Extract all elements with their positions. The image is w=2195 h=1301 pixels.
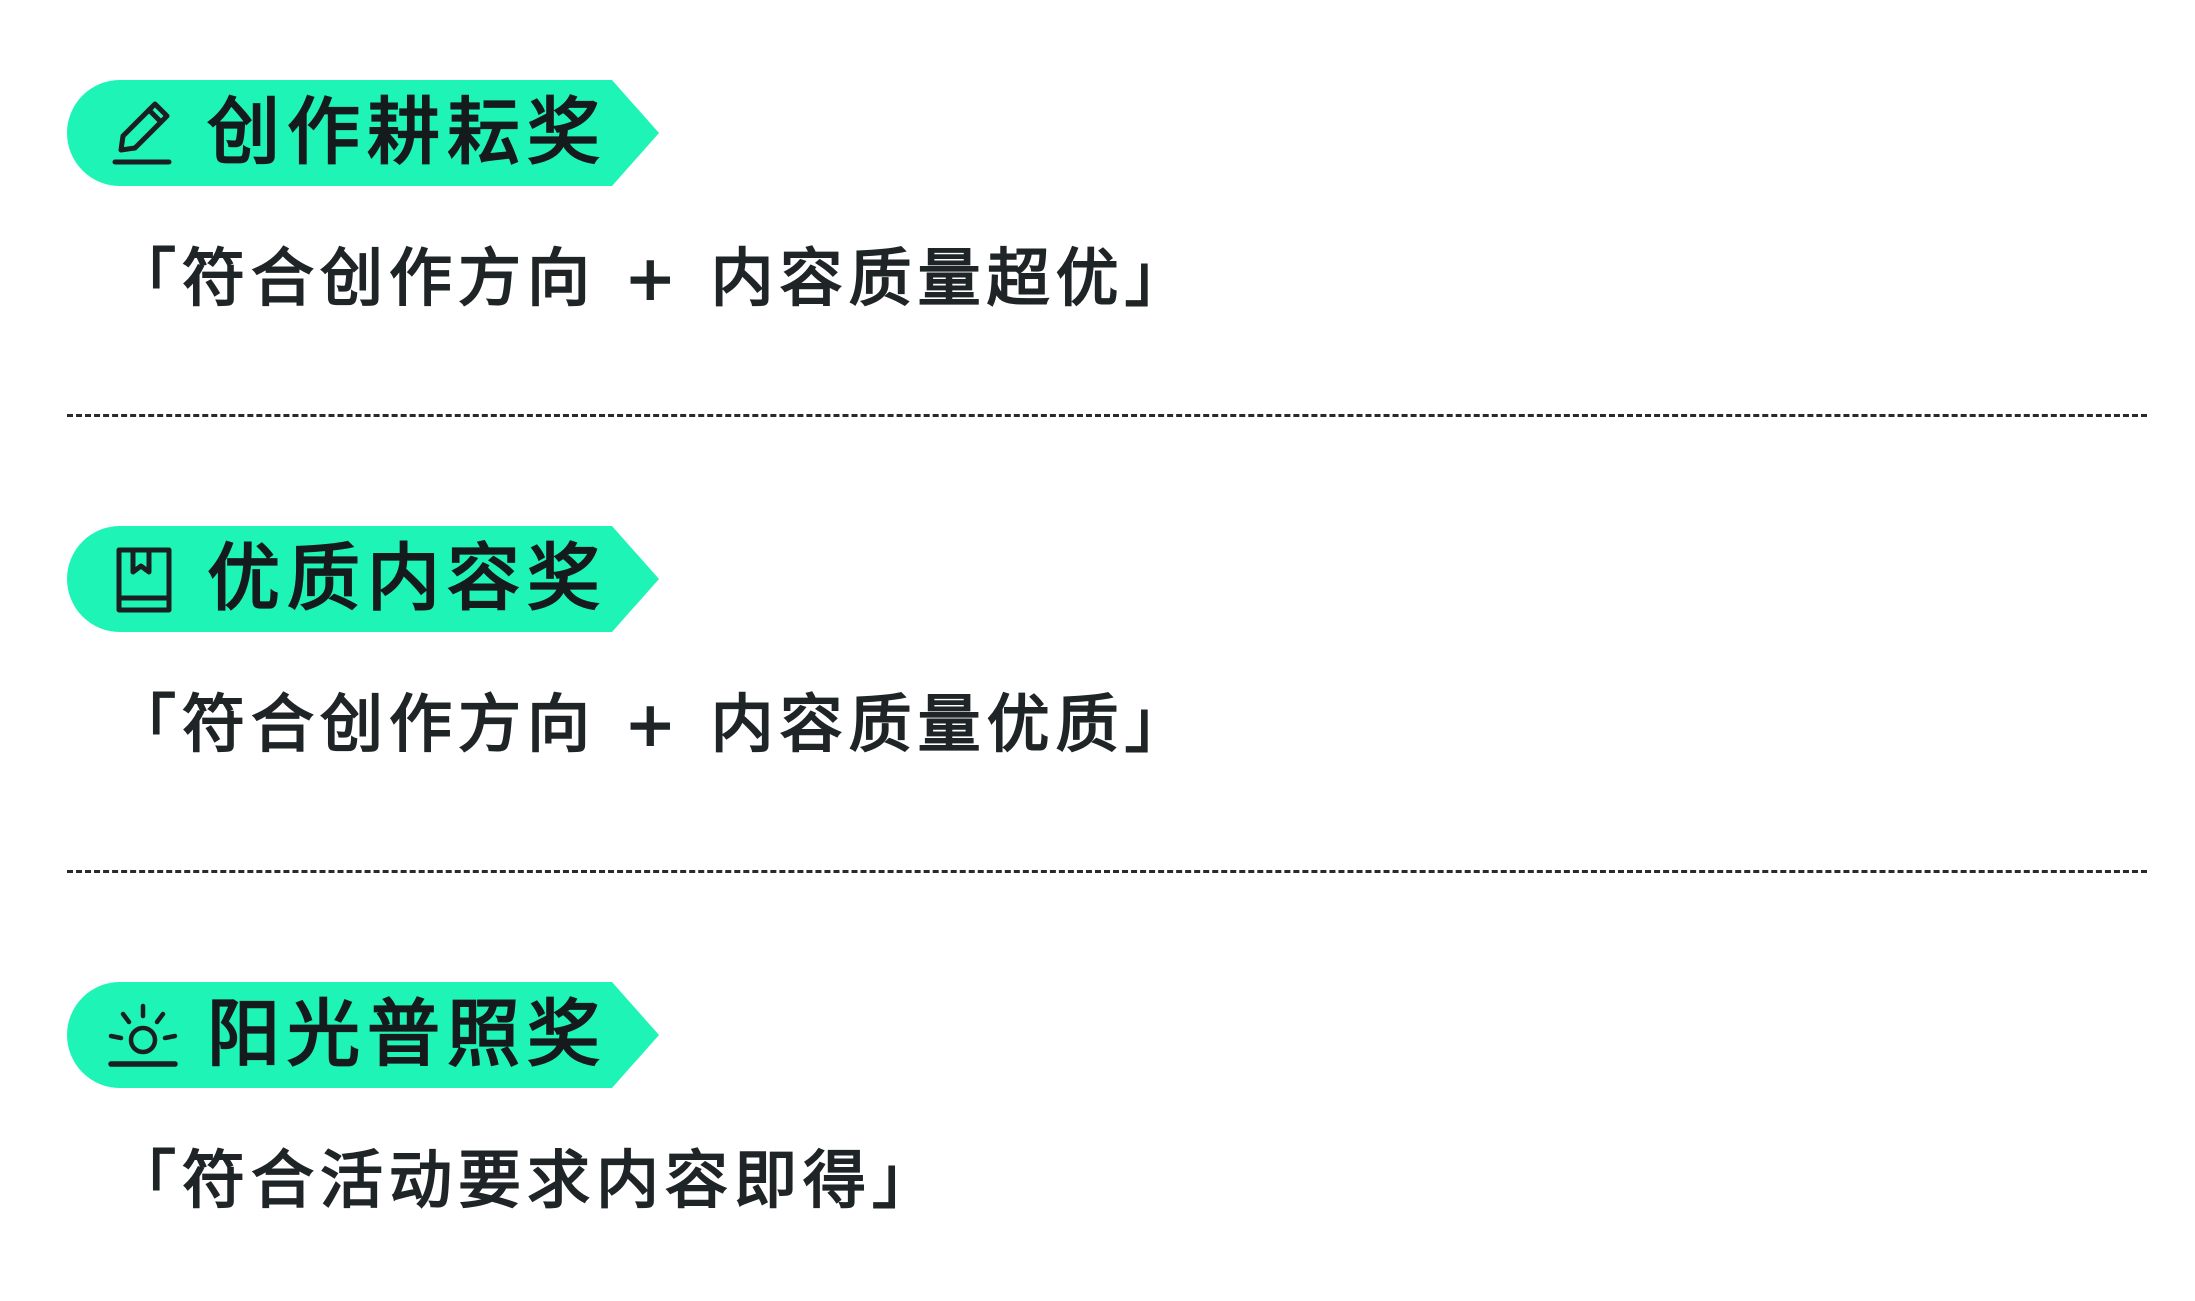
award-title: 优质内容奖 [207, 536, 607, 621]
award-title: 创作耕耘奖 [207, 90, 607, 175]
pencil-icon [107, 98, 179, 170]
tag-background [67, 80, 659, 186]
book-icon [107, 544, 179, 616]
award-description: 「符合创作方向 + 内容质量超优」 [113, 242, 1194, 315]
sunrise-icon [107, 1000, 179, 1072]
award-title: 阳光普照奖 [207, 992, 607, 1077]
dashed-divider [67, 870, 2147, 873]
award-tag: 优质内容奖 [67, 526, 659, 632]
tag-background [67, 526, 659, 632]
award-sunshine: 阳光普照奖 「符合活动要求内容即得」 [67, 982, 2147, 1217]
dashed-divider [67, 414, 2147, 417]
award-creation: 创作耕耘奖 「符合创作方向 + 内容质量超优」 [67, 80, 2147, 315]
tag-background [67, 982, 659, 1088]
award-tag: 阳光普照奖 [67, 982, 659, 1088]
award-description: 「符合创作方向 + 内容质量优质」 [113, 688, 1194, 761]
award-description: 「符合活动要求内容即得」 [113, 1144, 941, 1217]
award-quality-content: 优质内容奖 「符合创作方向 + 内容质量优质」 [67, 526, 2147, 761]
award-tag: 创作耕耘奖 [67, 80, 659, 186]
